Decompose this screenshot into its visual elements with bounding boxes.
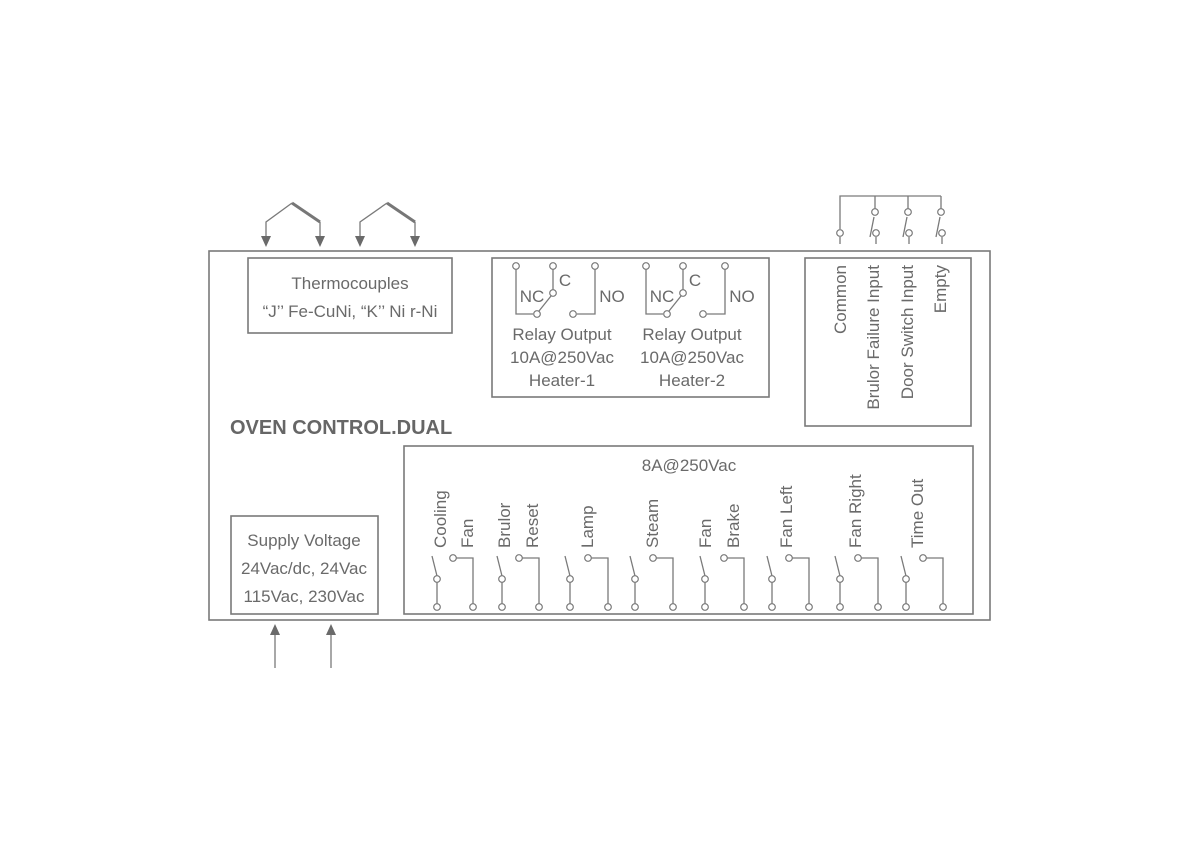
input-terminal-block [804,257,972,427]
c-label: C [689,271,701,290]
input-label: Common [831,265,850,334]
outputs-rating: 8A@250Vac [642,456,737,475]
relay-rating: 10A@250Vac [510,348,614,367]
input-label: Empty [931,265,950,314]
supply-line-1: 24Vac/dc, 24Vac [241,559,368,578]
relay-outputs-8a-block [403,445,974,615]
output-label: Brulor [495,502,514,548]
supply-terminal-block: Supply Voltage 24Vac/dc, 24Vac 115Vac, 2… [230,515,379,615]
relay-heater-name: Heater-2 [659,371,725,390]
output-label: Steam [643,499,662,548]
output-label: Reset [523,503,542,548]
output-label: Fan Right [846,474,865,548]
relay-contact-icon [564,554,612,611]
nc-label: NC [650,287,675,306]
input-label: Door Switch Input [898,265,917,399]
thermocouple-heading: Thermocouples [291,274,408,293]
output-brulor-reset: Brulor Reset [495,502,543,611]
thermocouple-terminal-block: Thermocouples “J’’ Fe-CuNi, “K’’ Ni r-Ni [247,257,453,334]
no-label: NO [599,287,625,306]
thermocouple-j-probe-icon [261,201,325,247]
relay-contact-icon [512,262,599,318]
output-lamp: Lamp [564,505,612,611]
relay-label: Relay Output [642,325,741,344]
supply-line-2: 115Vac, 230Vac [244,587,365,606]
relay-contact-icon [699,554,748,611]
relay-contact-icon [900,554,947,611]
relay-contact-icon [431,554,477,611]
output-steam: Steam [629,499,677,611]
device-title: OVEN CONTROL.DUAL [230,417,452,439]
relay-output-block [491,257,770,398]
supply-heading: Supply Voltage [247,531,360,550]
relay-rating: 10A@250Vac [640,348,744,367]
relay-contact-icon [496,554,543,611]
output-label: Cooling [431,490,450,548]
no-label: NO [729,287,755,306]
input-label: Brulor Failure Input [864,265,883,410]
output-label: Fan [696,519,715,548]
supply-input-arrows-icon [270,624,336,668]
thermocouple-k-probe-icon [355,201,420,247]
output-fan-right: Fan Right [834,474,882,611]
relay-contact-icon [834,554,882,611]
thermocouple-types: “J’’ Fe-CuNi, “K’’ Ni r-Ni [263,302,438,321]
relay-label: Relay Output [512,325,611,344]
relay-heater-name: Heater-1 [529,371,595,390]
relay-contact-icon [642,262,729,318]
output-label: Time Out [908,478,927,548]
relay-contact-icon [766,554,813,611]
input-switches-icon [836,195,946,244]
output-fan-brake: Fan Brake [696,504,748,611]
output-label: Lamp [578,505,597,548]
output-fan-left: Fan Left [766,485,813,611]
relay-contact-icon [629,554,677,611]
output-label: Fan Left [777,485,796,548]
controller-enclosure [208,250,991,621]
output-label: Brake [724,504,743,548]
c-label: C [559,271,571,290]
output-label: Fan [458,519,477,548]
nc-label: NC [520,287,545,306]
output-time-out: Time Out [900,478,947,611]
